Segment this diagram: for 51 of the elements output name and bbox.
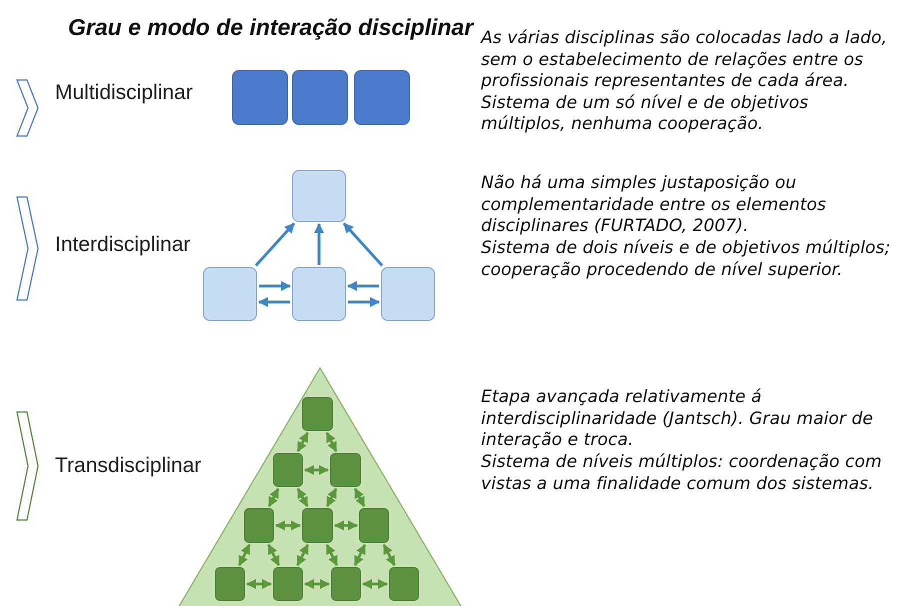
arrow <box>354 544 366 566</box>
square-box <box>331 567 361 601</box>
arrow <box>304 464 329 476</box>
arrow <box>334 520 358 531</box>
square-box <box>354 70 410 125</box>
square-box <box>302 397 333 431</box>
category-label: Transdisciplinar <box>55 454 202 478</box>
square-box <box>381 267 435 321</box>
arrow <box>275 520 301 531</box>
description-text: Sistema de níveis múltiplos: coordenação com vistas a uma finalidade comum dos sistemas. <box>481 452 883 495</box>
description-text: Não há uma simples justaposição ou complementaridade entre os elementos disciplinares (FURTADO, 2007). <box>481 173 828 238</box>
arrow <box>268 488 280 508</box>
arrow <box>347 280 379 292</box>
square-box <box>330 453 361 487</box>
arrow <box>382 544 396 566</box>
square-box <box>292 267 346 321</box>
arrow <box>259 280 291 292</box>
square-box <box>215 567 245 601</box>
arrow <box>296 432 309 452</box>
square-box <box>292 170 346 222</box>
arrow <box>304 578 330 590</box>
arrow <box>254 222 296 266</box>
arrow <box>354 488 366 508</box>
arrow <box>238 544 251 566</box>
square-box <box>389 567 419 601</box>
square-box <box>273 567 303 601</box>
square-box <box>203 267 257 321</box>
category-label: Interdisciplinar <box>55 233 190 257</box>
arrow <box>267 544 280 566</box>
square-box <box>292 70 348 125</box>
arrow <box>296 544 310 566</box>
square-box <box>302 508 333 543</box>
title: Grau e modo de interação disciplinar <box>68 14 474 41</box>
square-box <box>273 453 303 487</box>
arrow <box>348 296 380 308</box>
square-box <box>244 508 274 543</box>
description-text: As várias disciplinas são colocadas lado a lado, sem o estabelecimento de relações entre os profissionais representantes de cada área. Sistema de um só nível e de objetivos múltiplos, nenhuma cooperação. <box>481 28 888 136</box>
description-text: Etapa avançada relativamente á interdisciplinaridade (Jantsch). Grau maior de interação e troca. <box>481 387 874 452</box>
square-box <box>359 508 389 543</box>
arrow <box>296 488 309 508</box>
arrow <box>258 296 290 308</box>
category-label: Multidisciplinar <box>55 81 193 105</box>
arrow <box>362 578 388 590</box>
square-box <box>232 70 288 125</box>
arrow <box>326 488 338 508</box>
arrow <box>326 544 338 566</box>
description-text: Sistema de dois níveis e de objetivos múltiplos; cooperação procedendo de nível superior. <box>481 238 892 281</box>
arrow <box>246 578 272 590</box>
arrow <box>314 223 324 265</box>
arrow <box>326 432 338 452</box>
arrow <box>342 222 384 266</box>
